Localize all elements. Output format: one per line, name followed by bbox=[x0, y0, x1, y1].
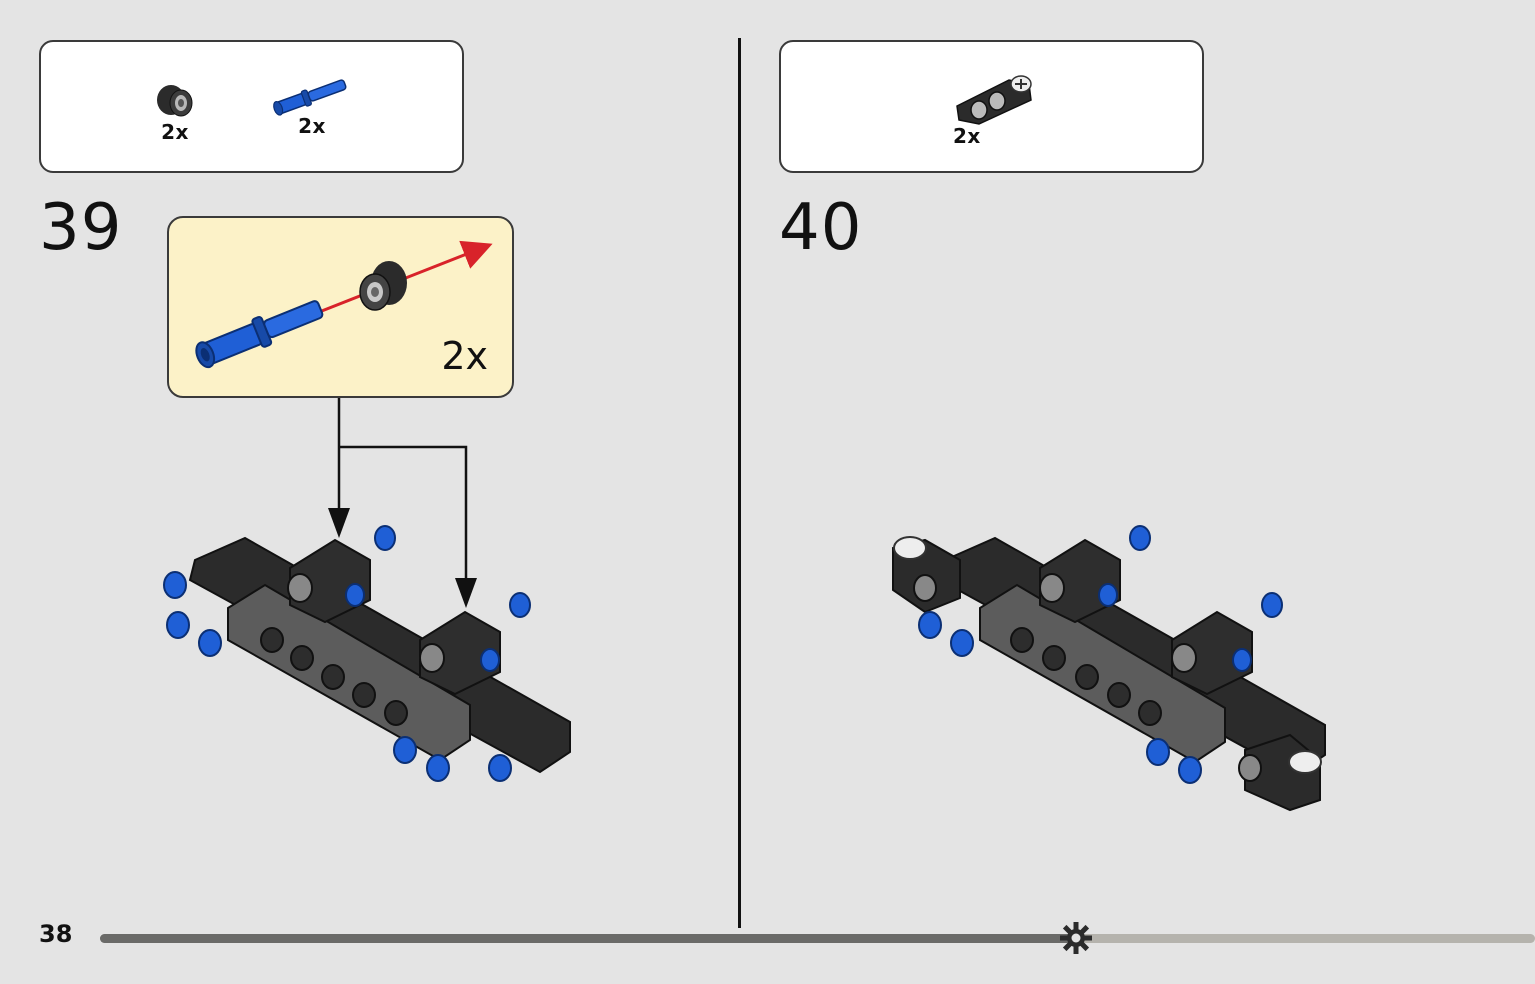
part-quantity: 2x bbox=[161, 120, 189, 144]
part-axle-pin: 2x bbox=[269, 72, 355, 138]
parts-list-step-39: 2x 2x bbox=[39, 40, 464, 173]
callout-multiplier: 2x bbox=[441, 334, 488, 378]
placement-arrows bbox=[337, 398, 468, 582]
blue-axle-pin-icon bbox=[273, 79, 347, 116]
part-liftarm-connector: 2x bbox=[949, 66, 1039, 148]
part-bush: 2x bbox=[151, 80, 199, 144]
step-number: 40 bbox=[779, 191, 863, 265]
liftarm-connector-icon bbox=[956, 75, 1032, 125]
bush-part bbox=[359, 261, 407, 311]
page-number: 38 bbox=[39, 920, 73, 948]
axle-pin-part bbox=[195, 300, 324, 369]
gear-icon bbox=[1059, 922, 1092, 954]
bush-icon bbox=[157, 85, 193, 117]
progress-fill bbox=[100, 934, 1076, 943]
part-quantity: 2x bbox=[953, 124, 981, 148]
sub-assembly-illustration bbox=[195, 240, 493, 369]
part-quantity: 2x bbox=[298, 114, 326, 138]
page-divider bbox=[738, 38, 741, 928]
sub-assembly-callout: 2x bbox=[167, 216, 514, 398]
progress-bar bbox=[100, 922, 1535, 954]
parts-list-step-40: 2x bbox=[779, 40, 1204, 173]
step-number: 39 bbox=[39, 191, 123, 265]
